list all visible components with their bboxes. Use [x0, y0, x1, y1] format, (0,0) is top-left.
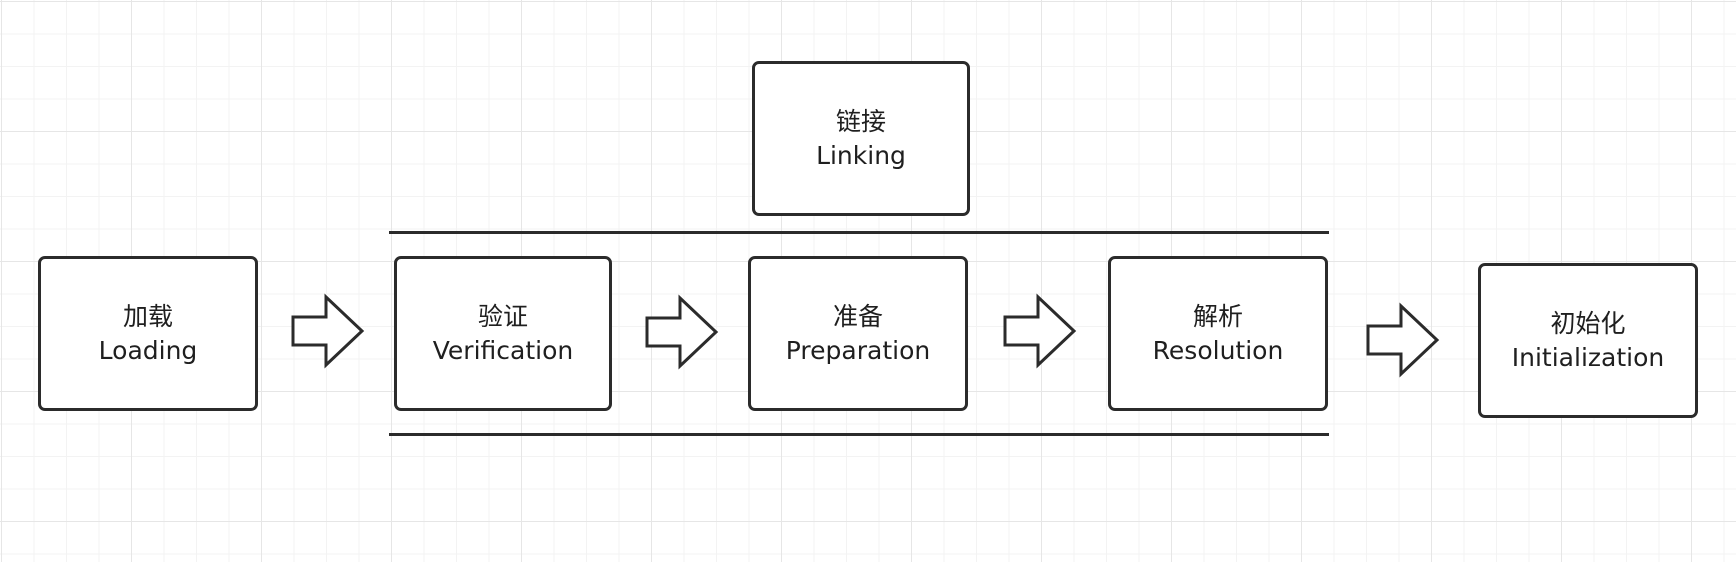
node-initialization-label-en: Initialization [1511, 342, 1665, 372]
node-resolution: 解析 Resolution [1108, 256, 1328, 411]
node-verification-label-zh: 验证 [477, 301, 528, 331]
node-preparation: 准备 Preparation [748, 256, 968, 411]
linking-bottom-line [389, 433, 1329, 436]
linking-top-line [389, 231, 1329, 234]
node-resolution-label-zh: 解析 [1192, 301, 1243, 331]
arrow-verification-to-preparation-icon [645, 294, 719, 370]
node-loading-label-en: Loading [98, 335, 198, 365]
node-loading: 加载 Loading [38, 256, 258, 411]
arrow-loading-to-verification-icon [291, 293, 365, 369]
node-verification: 验证 Verification [394, 256, 612, 411]
node-initialization-label-zh: 初始化 [1550, 308, 1626, 338]
node-initialization: 初始化 Initialization [1478, 263, 1698, 418]
node-preparation-label-en: Preparation [785, 335, 931, 365]
node-verification-label-en: Verification [432, 335, 574, 365]
node-linking-label-en: Linking [816, 140, 906, 170]
arrow-preparation-to-resolution-icon [1003, 293, 1077, 369]
node-linking-label-zh: 链接 [835, 106, 886, 136]
arrow-resolution-to-initialization-icon [1366, 302, 1440, 378]
node-linking: 链接 Linking [752, 61, 970, 216]
node-preparation-label-zh: 准备 [832, 301, 883, 331]
node-loading-label-zh: 加载 [122, 301, 173, 331]
node-resolution-label-en: Resolution [1152, 335, 1284, 365]
